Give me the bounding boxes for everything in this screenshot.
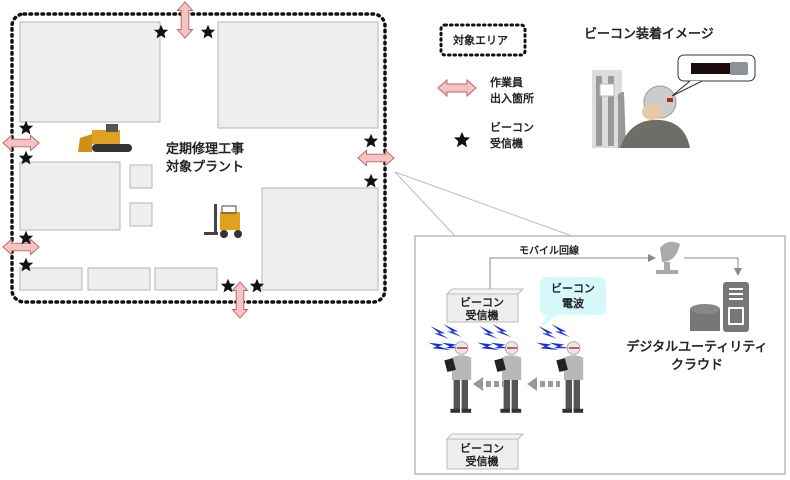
entrance-arrow-icon	[357, 149, 395, 167]
building	[129, 202, 153, 227]
building	[87, 267, 151, 291]
bulldozer-icon	[78, 124, 132, 152]
mobile-line-label: モバイル回線	[519, 244, 579, 257]
building	[19, 161, 121, 231]
receiver-bottom-line1: ビーコン	[460, 441, 504, 455]
entrance-arrow-icon	[437, 79, 477, 97]
beacon-wave-bubble: ビーコン 電波	[540, 277, 606, 328]
worker-wearing-beacon-illustration	[592, 54, 756, 148]
building	[217, 21, 379, 129]
building	[19, 267, 83, 291]
receiver-box-top: ビーコン 受信機	[445, 288, 525, 323]
star-icon	[363, 173, 379, 188]
building	[261, 187, 379, 291]
movement-arrows	[473, 377, 560, 391]
building	[154, 267, 218, 291]
target-area	[10, 12, 387, 304]
wave-line1: ビーコン	[551, 281, 595, 295]
legend-entrance-line1: 作業員	[490, 75, 523, 89]
entrance-arrow-icon	[2, 238, 40, 256]
legend-entrance-line2: 出入箇所	[490, 91, 534, 105]
legend: 対象エリア 作業員 出入箇所 ビーコン 受信機	[437, 23, 534, 150]
plant-title-line1: 定期修理工事	[165, 141, 244, 157]
callout-line	[394, 171, 456, 237]
entrance-arrow-icon	[2, 134, 40, 152]
cloud-label-line1: デジタルユーティリティ	[626, 339, 767, 355]
forklift-icon	[204, 204, 242, 238]
cloud-line-arrow	[684, 257, 742, 276]
receiver-top-line2: 受信機	[466, 308, 499, 322]
receiver-box-bottom: ビーコン 受信機	[445, 433, 525, 470]
receiver-bottom-line2: 受信機	[466, 454, 499, 468]
entrance-arrow-icon	[231, 281, 249, 319]
mobile-line-arrow	[489, 254, 656, 290]
callout-line	[394, 171, 573, 237]
satellite-dish-icon	[656, 241, 680, 274]
building	[129, 164, 153, 189]
legend-area-label: 対象エリア	[452, 33, 508, 47]
star-icon	[18, 120, 34, 135]
cloud-label-line2: クラウド	[671, 358, 723, 373]
star-icon	[363, 133, 379, 148]
star-icon	[200, 24, 216, 39]
legend-receiver-line2: 受信機	[490, 136, 523, 150]
cloud-server-icon	[690, 282, 749, 332]
building	[19, 21, 161, 123]
receiver-top-line1: ビーコン	[460, 295, 504, 309]
legend-receiver-line1: ビーコン	[490, 120, 534, 134]
wave-line2: 電波	[562, 296, 585, 310]
beacon-image-title: ビーコン装着イメージ	[584, 26, 714, 42]
star-icon	[453, 131, 471, 148]
plant-title-line2: 対象プラント	[165, 159, 244, 175]
entrance-arrow-icon	[176, 1, 194, 39]
